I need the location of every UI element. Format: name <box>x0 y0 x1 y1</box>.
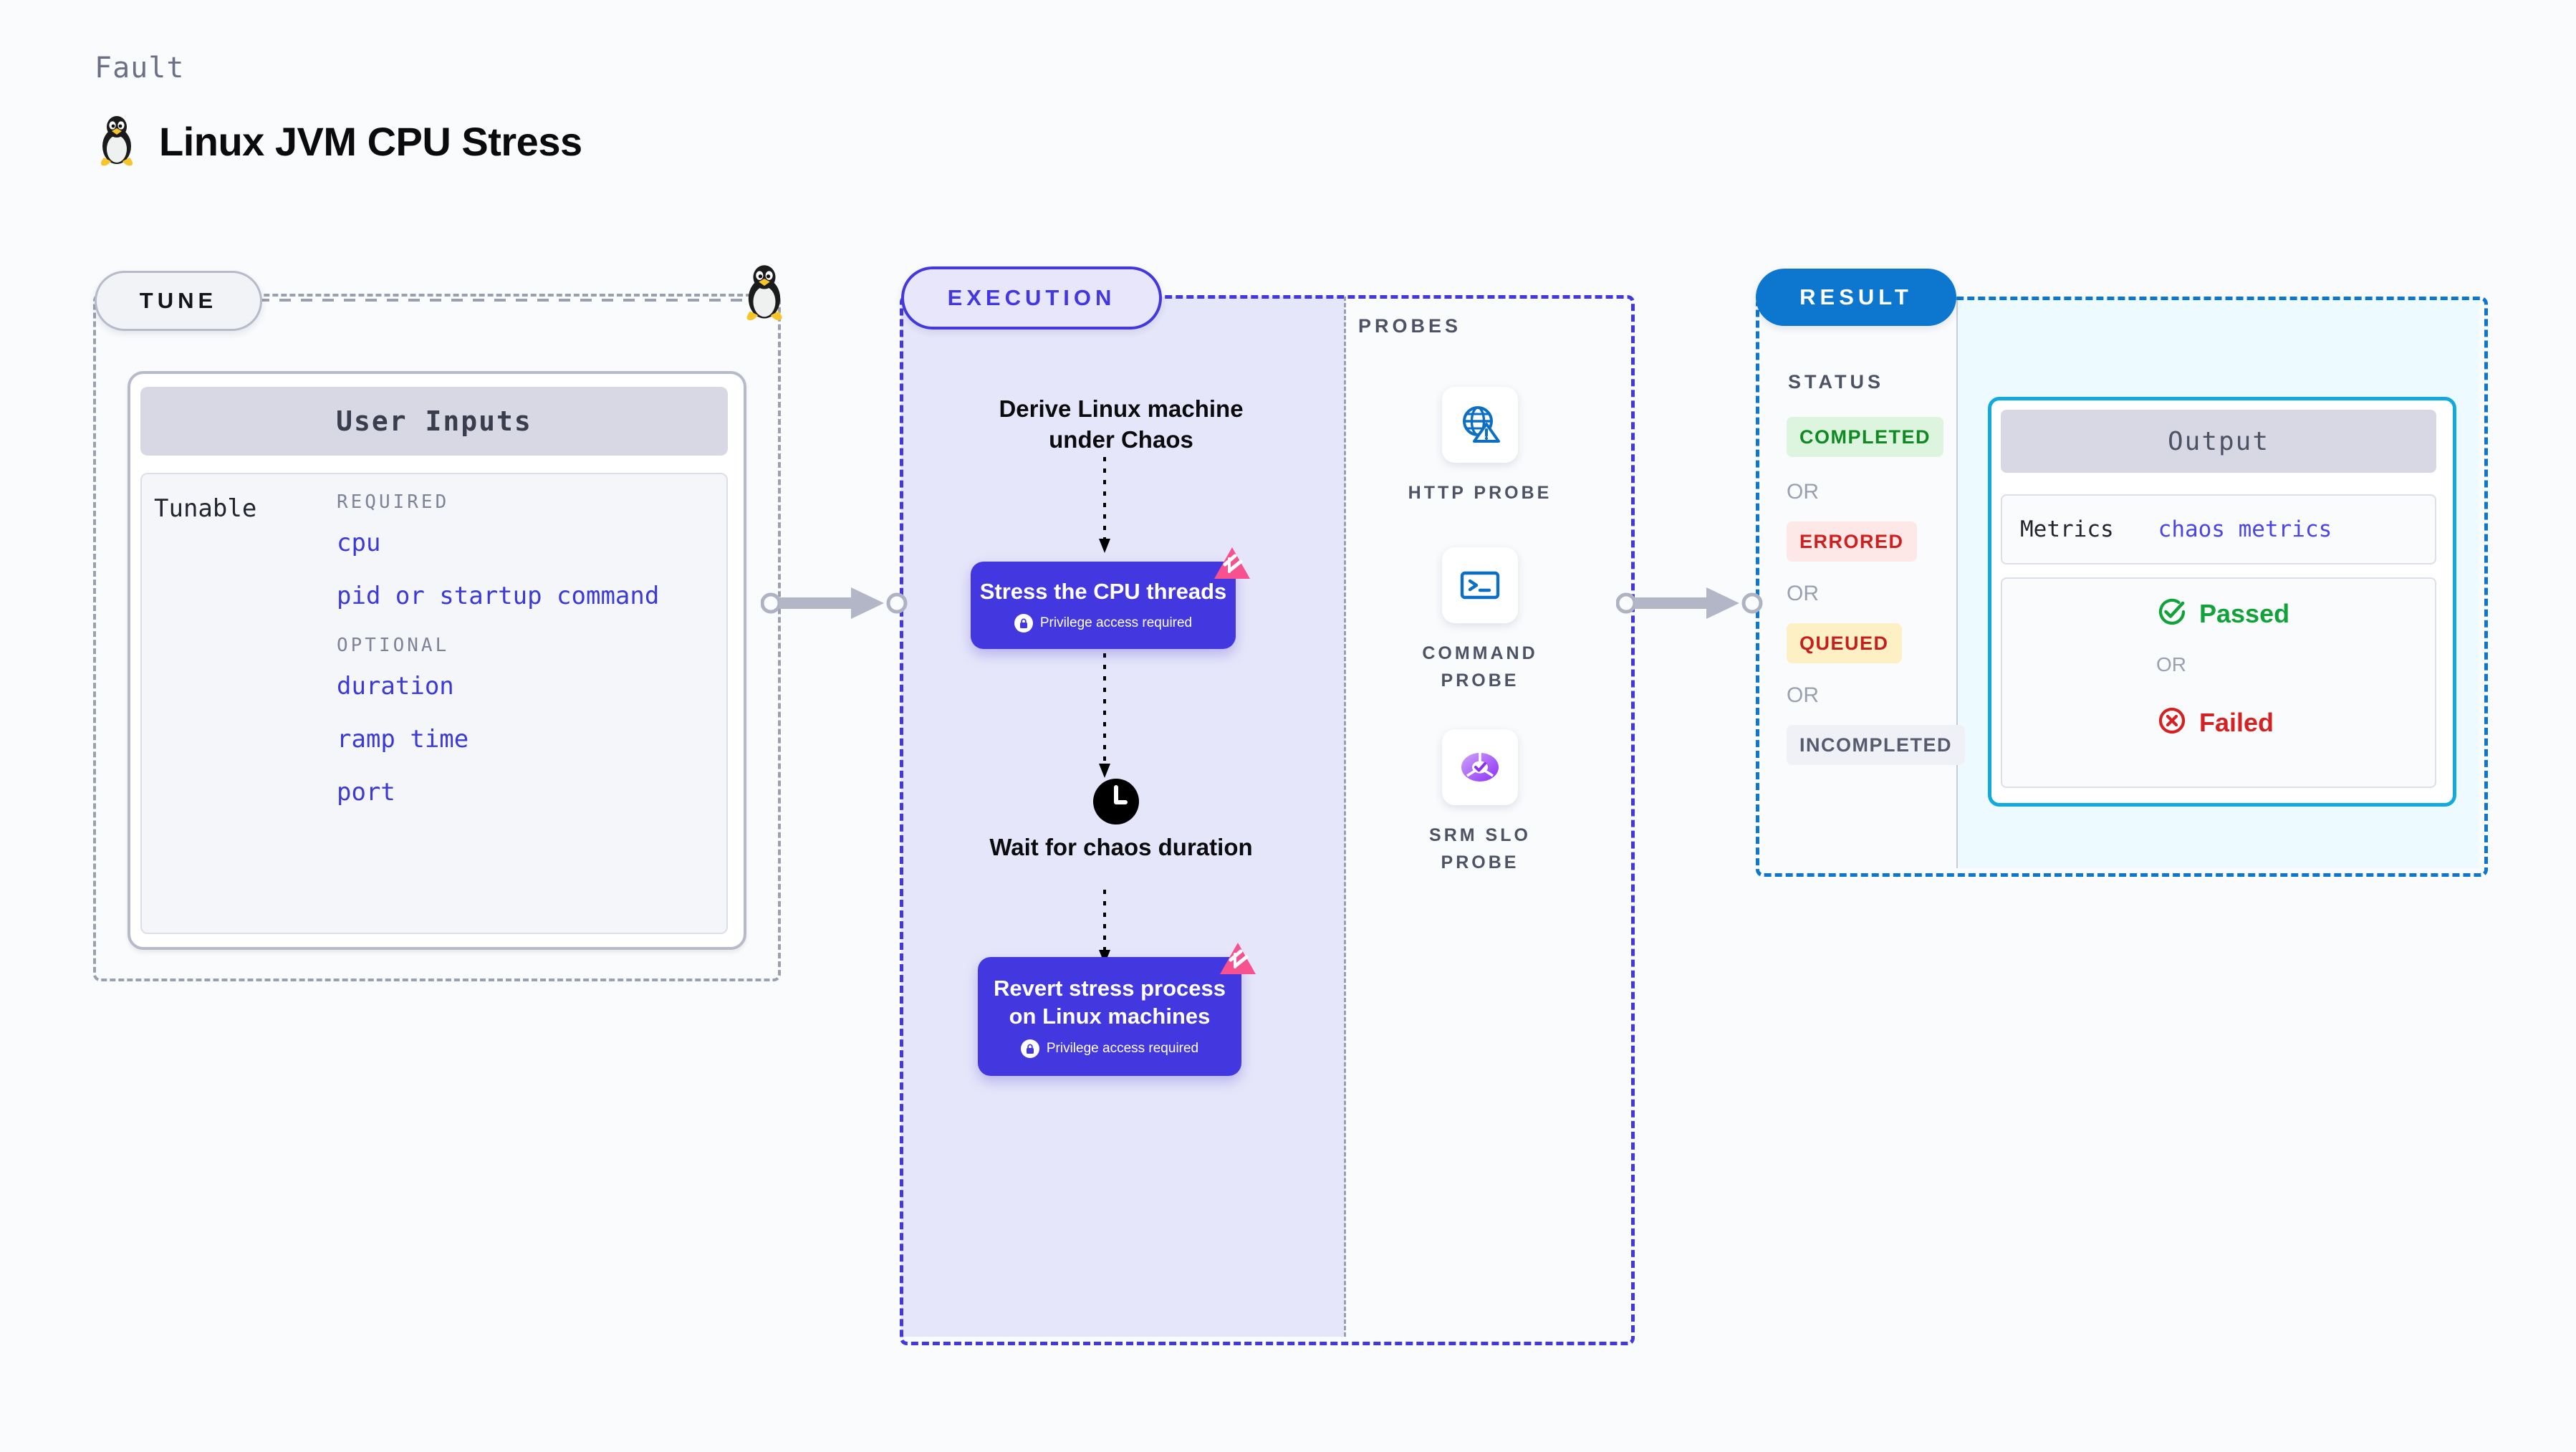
execution-pill[interactable]: EXECUTION <box>901 266 1162 330</box>
probes-divider <box>1344 297 1346 1337</box>
output-metrics-row: Metrics chaos metrics <box>2001 494 2436 564</box>
tune-to-execution-connector <box>761 587 908 619</box>
tunable-item-pid-or-startup-command[interactable]: pid or startup command <box>337 582 660 610</box>
probe-result-or: OR <box>2156 653 2186 675</box>
output-metrics-value[interactable]: chaos metrics <box>2158 516 2332 542</box>
terminal-icon <box>1442 547 1518 623</box>
tune-section-boundary <box>93 294 781 981</box>
output-probe-results-row <box>2001 577 2436 788</box>
execution-node-revert-stress-title: Revert stress process on Linux machines <box>994 976 1226 1029</box>
globe-warning-icon <box>1442 387 1518 463</box>
status-badge-queued: QUEUED <box>1787 623 1902 663</box>
status-or-1: OR <box>1787 480 1819 504</box>
slo-donut-check-icon <box>1442 729 1518 805</box>
execution-node-revert-stress[interactable]: Revert stress process on Linux machines … <box>978 943 1256 1076</box>
output-header: Output <box>2001 410 2436 473</box>
privilege-access-label: Privilege access required <box>1039 615 1193 631</box>
flow-arrow-2 <box>1099 653 1110 778</box>
execution-step-derive-label: Derive Linux machine under Chaos <box>999 395 1244 453</box>
fault-title-row: Linux JVM CPU Stress <box>95 115 582 168</box>
privilege-access-label: Privilege access required <box>1046 1040 1199 1056</box>
tunable-item-cpu[interactable]: cpu <box>337 529 381 557</box>
probe-srm-slo-label: SRM SLO PROBE <box>1429 825 1531 872</box>
tunable-body <box>140 473 728 934</box>
status-or-3: OR <box>1787 683 1819 707</box>
privilege-access-note: Privilege access required <box>1020 1039 1199 1058</box>
execution-step-wait-label: Wait for chaos duration <box>989 834 1253 860</box>
linux-penguin-icon <box>739 264 789 326</box>
tunable-list: REQUIRED cpu pid or startup command OPTI… <box>337 491 709 831</box>
tune-to-penguin-dashed-line <box>258 299 752 302</box>
result-status-panel-fill <box>1757 298 1956 868</box>
execution-node-stress-cpu-title: Stress the CPU threads <box>979 578 1227 604</box>
status-or-2: OR <box>1787 582 1819 605</box>
tunable-item-ramp-time[interactable]: ramp time <box>337 725 469 754</box>
page-title: Linux JVM CPU Stress <box>159 118 582 164</box>
tunable-item-port[interactable]: port <box>337 778 395 807</box>
user-inputs-header: User Inputs <box>140 387 728 456</box>
tune-pill[interactable]: TUNE <box>95 271 262 331</box>
status-badge-completed: COMPLETED <box>1787 417 1944 457</box>
execution-to-result-connector <box>1616 587 1763 619</box>
probe-result-passed-label: Passed <box>2199 598 2290 628</box>
required-group-label: REQUIRED <box>337 491 450 513</box>
probe-result-failed: Failed <box>2156 705 2274 740</box>
chaos-logo-icon <box>1219 941 1257 981</box>
x-circle-icon <box>2156 705 2188 740</box>
execution-section-boundary <box>900 295 1635 1345</box>
probe-result-passed: Passed <box>2156 596 2289 631</box>
probe-http[interactable]: HTTP PROBE <box>1394 387 1566 507</box>
probe-srm-slo[interactable]: SRM SLO PROBE <box>1394 729 1566 876</box>
chaos-logo-icon <box>1213 546 1251 585</box>
flow-arrow-1 <box>1099 457 1110 553</box>
status-label: STATUS <box>1788 371 1884 393</box>
tunable-label: Tunable <box>154 494 257 523</box>
clock-icon <box>1092 777 1140 830</box>
result-section-boundary <box>1756 297 2488 877</box>
linux-penguin-icon <box>95 115 139 168</box>
execution-node-stress-cpu[interactable]: Stress the CPU threads Privilege access … <box>971 547 1250 649</box>
probe-http-label: HTTP PROBE <box>1408 483 1552 503</box>
output-metrics-key: Metrics <box>2020 516 2114 542</box>
lock-icon <box>1020 1039 1039 1058</box>
result-inner-divider <box>1956 298 1958 868</box>
privilege-access-note: Privilege access required <box>1014 614 1192 633</box>
check-circle-icon <box>2156 596 2188 631</box>
probe-command[interactable]: COMMAND PROBE <box>1394 547 1566 694</box>
status-badge-incompleted: INCOMPLETED <box>1787 725 1966 765</box>
status-badge-errored: ERRORED <box>1787 521 1917 562</box>
fault-kicker-label: Fault <box>95 52 185 85</box>
probes-section-label: PROBES <box>1358 315 1462 337</box>
tunable-item-duration[interactable]: duration <box>337 672 454 701</box>
probe-result-failed-label: Failed <box>2199 707 2274 737</box>
probe-command-label: COMMAND PROBE <box>1422 643 1538 691</box>
lock-icon <box>1014 614 1033 633</box>
result-pill[interactable]: RESULT <box>1756 269 1956 326</box>
optional-group-label: OPTIONAL <box>337 635 450 656</box>
